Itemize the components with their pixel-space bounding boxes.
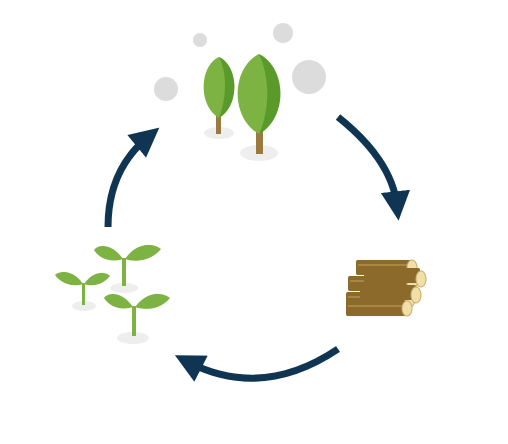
seedling xyxy=(104,293,170,336)
seedling xyxy=(94,244,161,286)
ground-shadow xyxy=(110,283,138,293)
bubble xyxy=(292,60,326,94)
small-tree xyxy=(203,57,235,134)
large-tree xyxy=(237,54,281,154)
arrow-trees-to-logs xyxy=(335,114,411,221)
air-bubbles xyxy=(154,23,326,101)
log xyxy=(364,268,427,288)
bubble xyxy=(273,23,293,43)
logs-icon xyxy=(346,259,427,317)
log xyxy=(346,300,413,317)
ground-shadow xyxy=(72,301,96,311)
trees-icon xyxy=(154,23,326,161)
ground-shadow xyxy=(117,332,149,344)
seedling xyxy=(55,271,110,305)
log xyxy=(360,285,422,304)
seedlings-icon xyxy=(55,244,170,344)
bubble xyxy=(193,33,207,47)
cycle-arrows xyxy=(104,114,411,382)
arrow-logs-to-seedlings xyxy=(174,346,340,382)
bubble xyxy=(154,77,178,101)
arrow-seedlings-to-trees xyxy=(104,127,160,228)
